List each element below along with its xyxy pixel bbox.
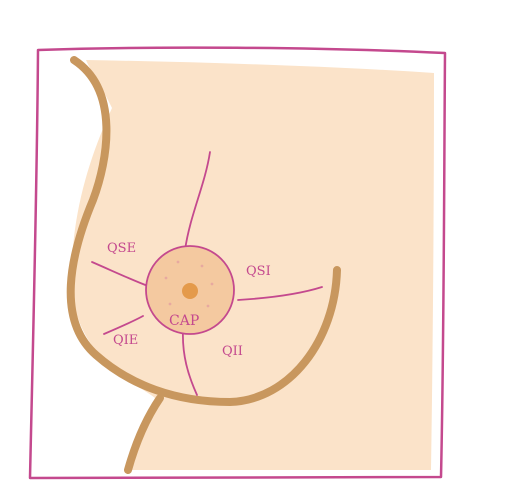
label-qie: QIE xyxy=(113,333,138,348)
label-cap: CAP xyxy=(169,313,199,329)
label-qsi: QSI xyxy=(246,264,271,279)
label-qse: QSE xyxy=(107,241,136,256)
label-qii: QII xyxy=(222,344,243,359)
nipple xyxy=(182,283,198,299)
